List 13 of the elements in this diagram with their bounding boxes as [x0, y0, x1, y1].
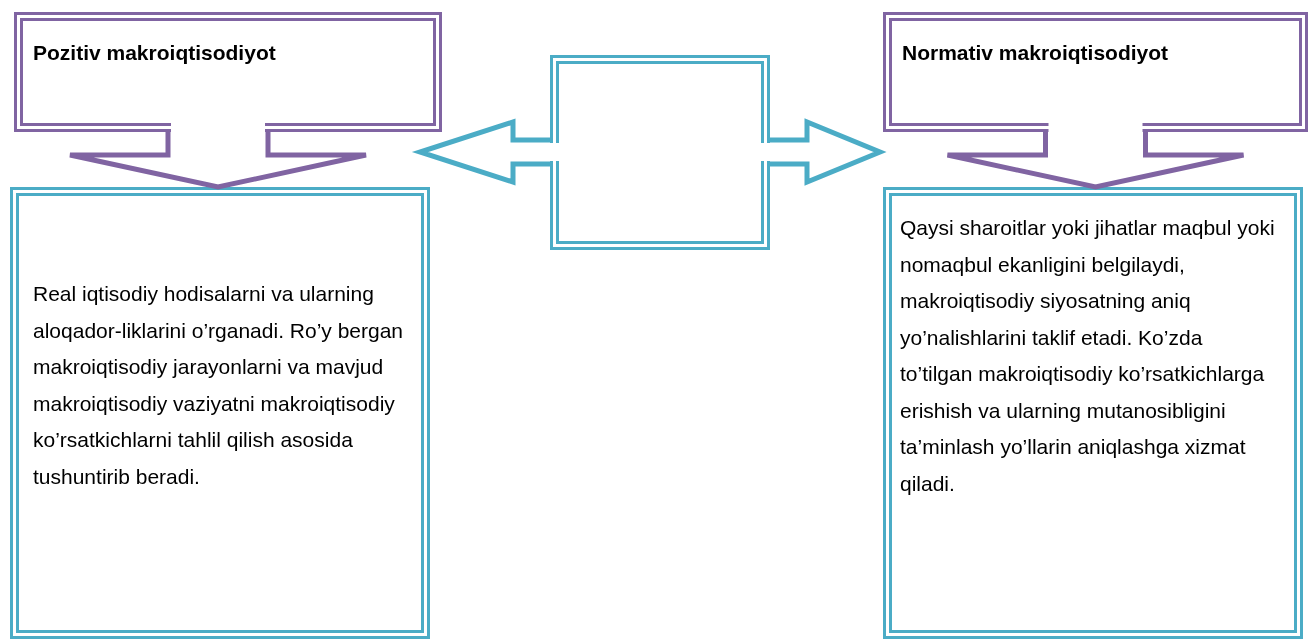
callout-box — [14, 12, 442, 132]
text-box — [10, 187, 430, 639]
box-heading: Normativ makroiqtisodiyot — [902, 41, 1170, 65]
empty-box — [550, 55, 770, 250]
description-text: Real iqtisodiy hodisalarni va ularning aloqador-liklarini o’rganadi. Ro’y bergan makroiqtisodiy jarayonlarni va mavjud makroiqtisodiy vaziyatni makroiqtisodiy ko’rsatkichlarni tahlil qilish asosida tushuntirib beradi. — [33, 281, 405, 490]
callout-box — [883, 12, 1308, 132]
block-arrow — [67, 129, 369, 190]
box-heading: Pozitiv makroiqtisodiyot — [33, 41, 277, 65]
block-arrow — [411, 118, 553, 186]
block-arrow — [767, 118, 887, 186]
description-text: Qaysi sharoitlar yoki jihatlar maqbul yoki nomaqbul ekanligini belgilaydi, makroiqtisodiy siyosatning aniq yo’nalishlarini taklif etadi. Ko’zda to’tilgan makroiqtisodiy ko’rsatkichlarga erishish va ularning mutanosibligini ta’minlash yo’llarin aniqlashga xizmat qiladi. — [900, 215, 1275, 497]
block-arrow — [945, 129, 1246, 190]
text-box — [883, 187, 1303, 639]
